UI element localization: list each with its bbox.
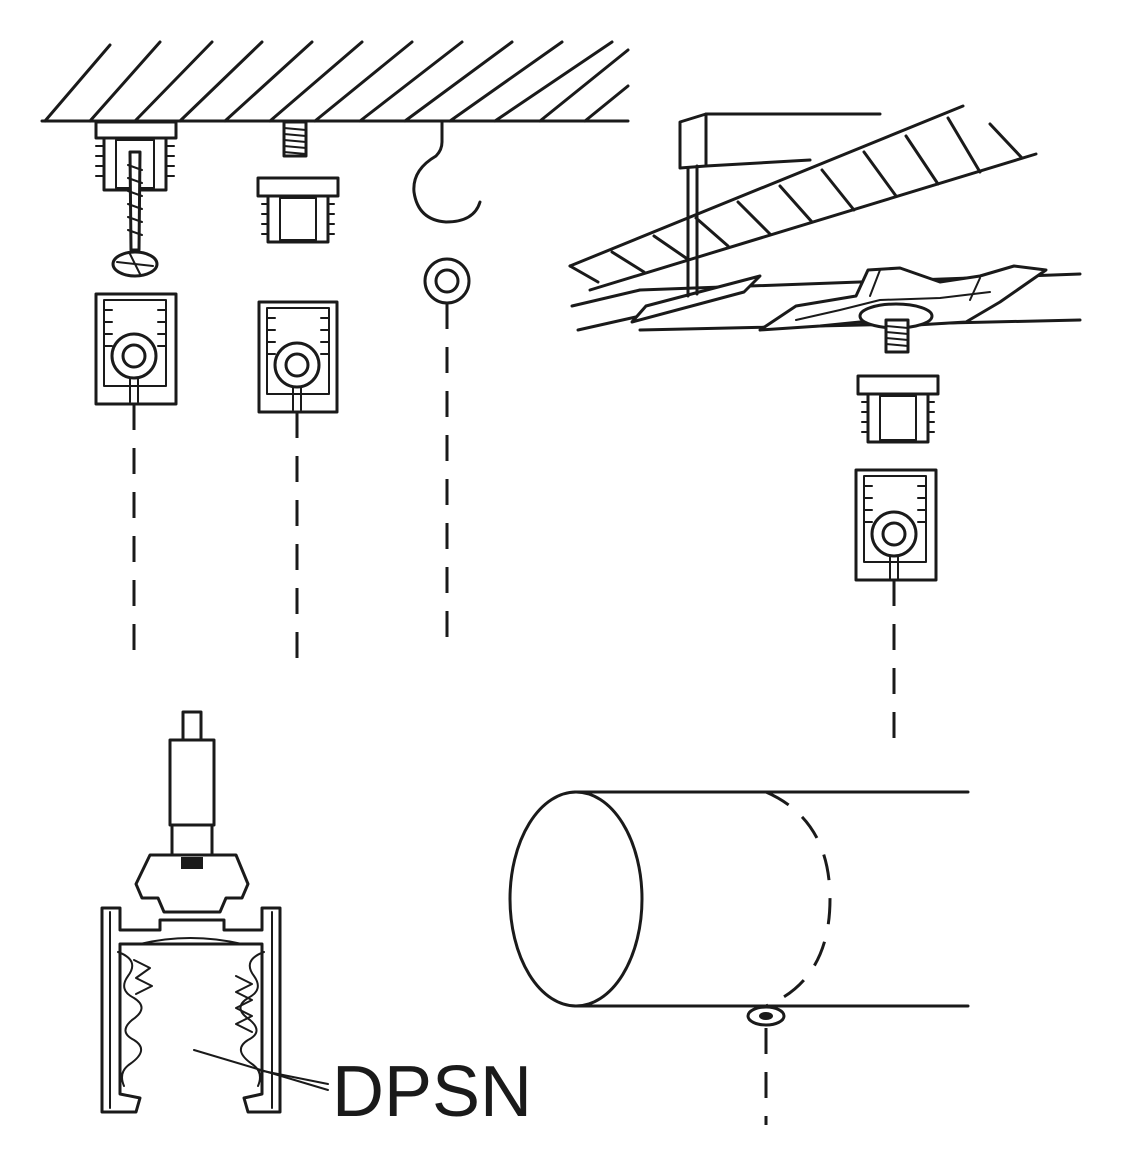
threaded-stud-and-insert [256,120,340,244]
ceiling-hook [412,120,482,305]
tube-cylinder [508,790,970,1027]
suspension-cables [132,303,896,1125]
wire-gripper-1 [94,292,178,406]
dpsn-label: DPSN [332,1052,532,1132]
wall-plug-with-screw [94,120,178,278]
wire-gripper-3 [854,468,938,582]
track-adapter [134,710,250,914]
ceiling-slab [40,40,630,123]
wire-gripper-2 [257,300,339,414]
threaded-insert-right [856,374,940,444]
track-profile [100,906,329,1114]
suspended-ceiling-grid [568,104,1082,354]
